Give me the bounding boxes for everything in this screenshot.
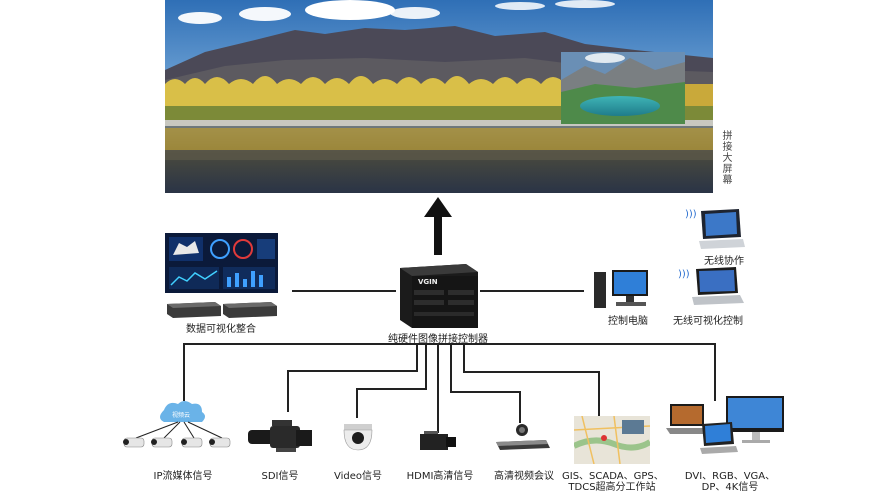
ip-camera-cluster: 视频云 (123, 401, 231, 448)
wireless-visual-label: 无线可视化控制 (673, 316, 743, 327)
wireless-collab-label: 无线协作 (704, 256, 744, 267)
wire-bus-top (183, 343, 715, 345)
video-label: Video信号 (333, 471, 383, 482)
hdmi-label: HDMI高清信号 (406, 471, 474, 482)
landscape-image (165, 0, 713, 193)
controller-label: 纯硬件图像拼接控制器 (388, 334, 488, 345)
server-units (167, 302, 277, 318)
dashboard-screen (165, 233, 278, 293)
wire-right (480, 290, 584, 292)
conference-device (496, 424, 550, 450)
controller-brand: VGIN (418, 278, 438, 286)
display-cluster (666, 396, 784, 454)
box-camera (420, 431, 456, 450)
video-camera (248, 420, 312, 452)
dvi-label: DVI、RGB、VGA、 DP、4K信号 (680, 471, 780, 493)
display-wall (165, 0, 713, 193)
control-pc-label: 控制电脑 (608, 316, 648, 327)
dome-camera (343, 424, 373, 451)
arrow-up-icon (424, 197, 452, 255)
gis-label: GIS、SCADA、GPS、 TDCS超高分工作站 (562, 471, 664, 493)
laptop-device: ))) (678, 267, 744, 305)
dvi-label-line2: DP、4K信号 (701, 482, 759, 493)
cloud-label: 视频云 (172, 411, 190, 419)
gis-label-line1: GIS、SCADA、GPS、 (562, 471, 664, 482)
svg-text:))): ))) (678, 269, 690, 280)
tablet-device: ))) (685, 209, 745, 249)
wire-left (292, 290, 396, 292)
left-group-label: 数据可视化整合 (186, 324, 256, 335)
screen-label: 拼接大屏幕 (720, 130, 731, 185)
gis-label-line2: TDCS超高分工作站 (568, 482, 656, 493)
controller-device: VGIN (396, 262, 480, 330)
sdi-label: SDI信号 (261, 471, 299, 482)
dvi-label-line1: DVI、RGB、VGA、 (684, 471, 776, 482)
svg-text:))): ))) (685, 209, 697, 220)
desktop-pc (594, 270, 648, 308)
ip-stream-label: IP流媒体信号 (153, 471, 213, 482)
conference-label: 高清视频会议 (494, 471, 554, 482)
gis-map (574, 416, 650, 464)
